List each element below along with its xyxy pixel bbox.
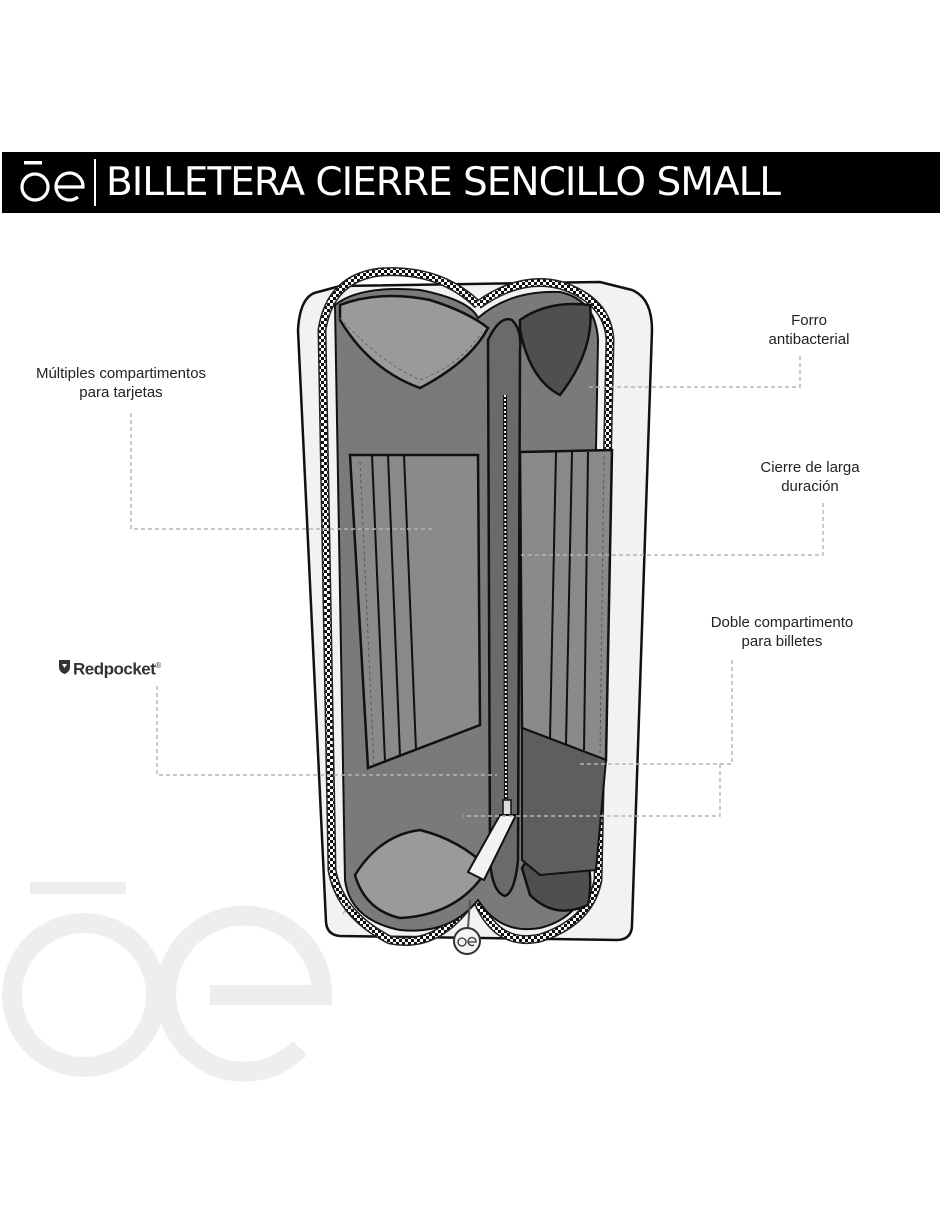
leader-doble-2 [463,764,721,817]
callout-forro-line2: antibacterial [768,331,850,348]
leader-forro [586,356,801,388]
bill-pocket-right [521,726,608,877]
header-divider [94,159,96,206]
callout-forro: Forro antibacterial [752,311,866,349]
redpocket-name: Redpocket® [73,659,161,679]
leader-redpocket [156,686,497,776]
page-title: BILLETERA CIERRE SENCILLO SMALL [106,160,781,205]
callout-cierre: Cierre de larga duración [742,458,878,496]
callout-cierre-line1: Cierre de larga [760,459,860,476]
gusset-top-right [518,302,592,397]
leader-lines [130,356,824,915]
card-slots-right [518,448,614,762]
watermark-logo [2,882,333,1082]
callout-compartimentos: Múltiples compartimentos para tarjetas [20,364,222,402]
callout-compartimentos-line2: para tarjetas [79,384,163,401]
shield-icon [59,660,70,674]
leader-cierre [521,503,824,556]
logo-charm [453,899,481,955]
callout-cierre-line2: duración [781,478,839,495]
gusset-top-left [338,294,490,390]
leader-compartimentos [130,413,434,530]
callout-doble-line1: Doble compartimento [710,614,854,631]
center-zipper-divider [486,317,522,898]
callout-doble-line2: para billetes [741,633,823,650]
zipper-pull [466,799,518,882]
callout-forro-line1: Forro [791,312,827,329]
callout-compartimentos-line1: Múltiples compartimentos [35,365,207,382]
leader-doble [580,660,733,765]
oe-logo-icon [20,161,85,202]
title-bar: BILLETERA CIERRE SENCILLO SMALL [2,152,940,213]
callout-doble: Doble compartimento para billetes [690,613,874,651]
card-slots-left [348,453,482,770]
trademark-mark: ® [155,661,161,670]
